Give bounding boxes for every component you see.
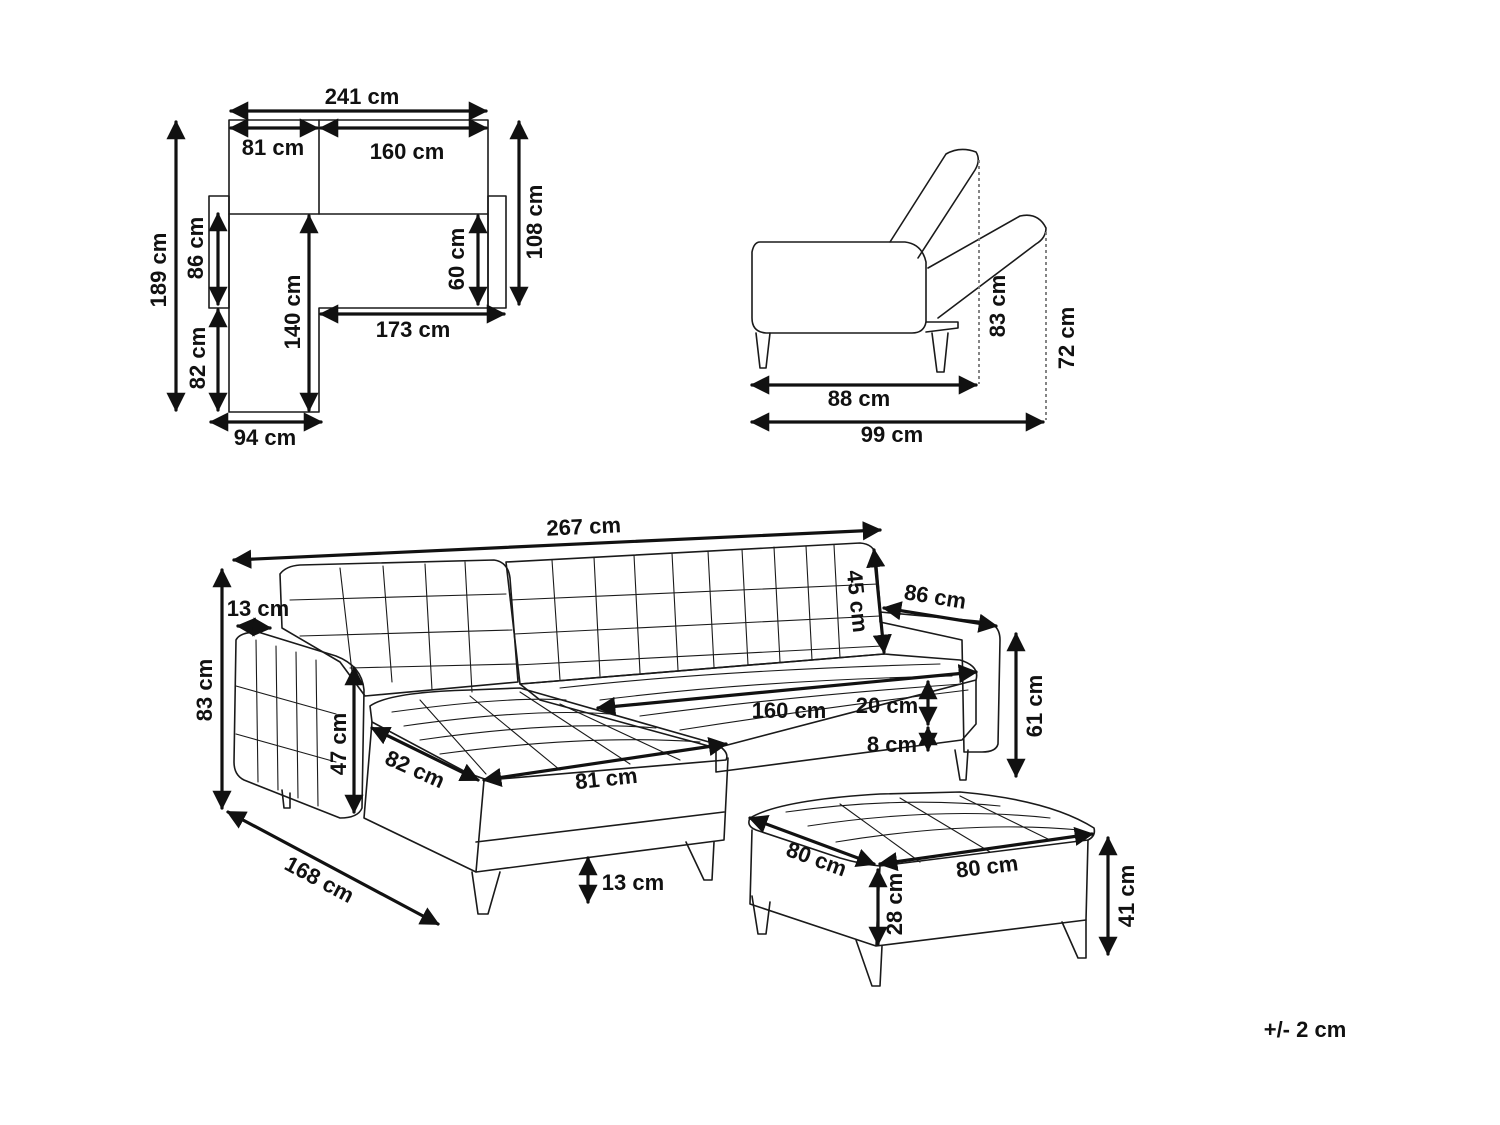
main-chaise-leg-left	[471, 871, 501, 915]
label-45: 45 cm	[842, 569, 873, 634]
ottoman-leg-3	[1061, 919, 1087, 959]
label-173: 173 cm	[376, 317, 451, 342]
dim-line-267	[232, 521, 882, 569]
main-left-leg	[281, 789, 291, 809]
top-view-right-arm	[487, 195, 507, 309]
top-view: 241 cm 81 cm 160 cm 189 cm 86 cm 82 cm 1…	[146, 84, 547, 450]
label-88: 88 cm	[828, 386, 890, 411]
side-view: 83 cm 72 cm 88 cm 99 cm	[750, 148, 1079, 447]
label-47: 47 cm	[326, 713, 351, 775]
main-right-leg	[954, 749, 969, 781]
label-28: 28 cm	[882, 873, 907, 935]
dim-line-82-main	[370, 726, 480, 782]
label-82-main: 82 cm	[381, 745, 448, 793]
label-81: 81 cm	[242, 135, 304, 160]
dim-line-86-main	[882, 601, 998, 633]
label-140: 140 cm	[280, 275, 305, 350]
label-41: 41 cm	[1114, 865, 1139, 927]
dim-line-80-width	[878, 826, 1094, 872]
dim-line-13-arm	[236, 617, 272, 637]
dim-line-81-main	[482, 737, 728, 787]
label-86-main: 86 cm	[902, 579, 968, 613]
label-82: 82 cm	[185, 327, 210, 389]
main-chaise-leg-right	[685, 841, 715, 881]
main-chaise-base-line	[475, 811, 725, 843]
side-view-seat	[751, 241, 927, 334]
label-8: 8 cm	[867, 732, 917, 757]
label-81-main: 81 cm	[574, 763, 639, 794]
label-60: 60 cm	[444, 228, 469, 290]
dim-line-80-depth	[748, 815, 876, 867]
main-chaise-base	[363, 721, 729, 873]
label-13-arm: 13 cm	[227, 596, 289, 621]
label-83-main: 83 cm	[192, 659, 217, 721]
dim-line-160-main	[596, 664, 978, 716]
side-view-back-upright	[889, 148, 980, 259]
label-189: 189 cm	[146, 233, 171, 308]
label-94: 94 cm	[234, 425, 296, 450]
label-83-side: 83 cm	[985, 275, 1010, 337]
dim-line-45	[866, 548, 892, 654]
side-view-leg-front	[755, 332, 771, 369]
dim-line-168	[226, 810, 440, 926]
label-241: 241 cm	[325, 84, 400, 109]
label-86: 86 cm	[183, 217, 208, 279]
label-72: 72 cm	[1054, 307, 1079, 369]
side-view-leg-back	[931, 332, 949, 373]
label-13-leg: 13 cm	[602, 870, 664, 895]
label-20: 20 cm	[856, 693, 918, 718]
ottoman-view: 80 cm 80 cm 28 cm 41 cm	[748, 791, 1139, 987]
label-108: 108 cm	[522, 185, 547, 260]
main-view: 267 cm 83 cm 13 cm 45 cm 86 cm 61 cm 160…	[192, 512, 1047, 926]
main-left-arm-tufting	[235, 639, 337, 807]
side-view-frame	[925, 321, 959, 333]
tolerance-note: +/- 2 cm	[1264, 1017, 1347, 1042]
label-61: 61 cm	[1022, 675, 1047, 737]
side-view-back-reclined	[927, 214, 1047, 319]
label-267: 267 cm	[546, 512, 622, 540]
ottoman-leg-2	[855, 939, 883, 987]
label-160-main: 160 cm	[752, 698, 827, 723]
main-right-arm	[879, 611, 1001, 753]
label-160: 160 cm	[370, 139, 445, 164]
label-99: 99 cm	[861, 422, 923, 447]
ottoman-leg-1	[751, 895, 771, 935]
top-view-outline	[228, 119, 489, 413]
